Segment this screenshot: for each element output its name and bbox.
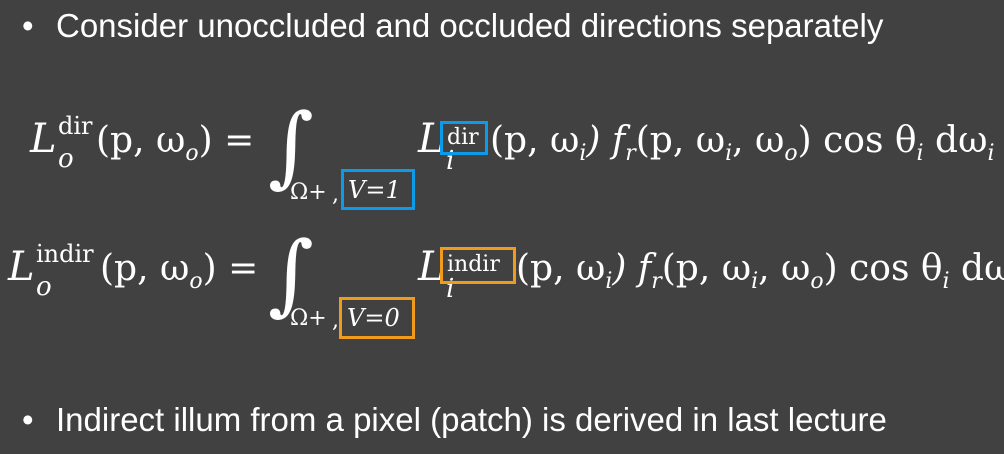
lhs-superscript: dir bbox=[58, 112, 93, 140]
equation-direct: L dir o (p, ωo) = ∫ Ω+ , V=1 L i dir (p,… bbox=[0, 102, 1004, 216]
bullet-text: Consider unoccluded and occluded directi… bbox=[56, 7, 884, 44]
domain-separator: , bbox=[332, 308, 339, 333]
equation-indirect: L indir o (p, ωo) = ∫ Ω+ , V=0 L i indir… bbox=[0, 230, 1004, 340]
integrand-rest: (p, ωi) fr(p, ωi, ωo) cos θi dωi bbox=[516, 248, 1004, 294]
visibility-condition-box: V=1 bbox=[341, 169, 415, 210]
radiance-term-box: dir bbox=[440, 121, 488, 155]
visibility-condition-box: V=0 bbox=[339, 297, 415, 339]
integrand-rest: (p, ωi) fr(p, ωi, ωo) cos θi dωi bbox=[490, 120, 995, 166]
integrand-subscript: i bbox=[446, 274, 455, 304]
domain-separator: , bbox=[332, 182, 339, 207]
lhs-args: (p, ωo) = bbox=[96, 120, 255, 166]
visibility-condition: V=0 bbox=[347, 304, 400, 332]
integrand-subscript: i bbox=[446, 146, 455, 176]
bullet-text: Indirect illum from a pixel (patch) is d… bbox=[56, 401, 887, 438]
lhs-subscript: o bbox=[36, 272, 52, 302]
lhs-args: (p, ωo) = bbox=[100, 248, 259, 294]
integral-sign: ∫ bbox=[268, 94, 314, 197]
bullet-item-2: • Indirect illum from a pixel (patch) is … bbox=[22, 400, 887, 440]
bullet-item-1: • Consider unoccluded and occluded direct… bbox=[22, 6, 883, 46]
radiance-term-box: indir bbox=[440, 247, 516, 284]
integrand-superscript: indir bbox=[447, 252, 500, 277]
lhs-symbol: L bbox=[8, 244, 35, 290]
lhs-superscript: indir bbox=[36, 240, 94, 268]
visibility-condition: V=1 bbox=[348, 176, 401, 204]
lhs-symbol: L bbox=[30, 116, 57, 162]
integral-sign: ∫ bbox=[268, 222, 314, 325]
integral-domain: Ω+ bbox=[290, 180, 327, 205]
bullet-marker: • bbox=[22, 7, 34, 44]
bullet-marker: • bbox=[22, 401, 34, 438]
integrand-superscript: dir bbox=[447, 125, 479, 150]
lhs-subscript: o bbox=[58, 144, 74, 174]
integral-domain: Ω+ bbox=[290, 306, 327, 331]
